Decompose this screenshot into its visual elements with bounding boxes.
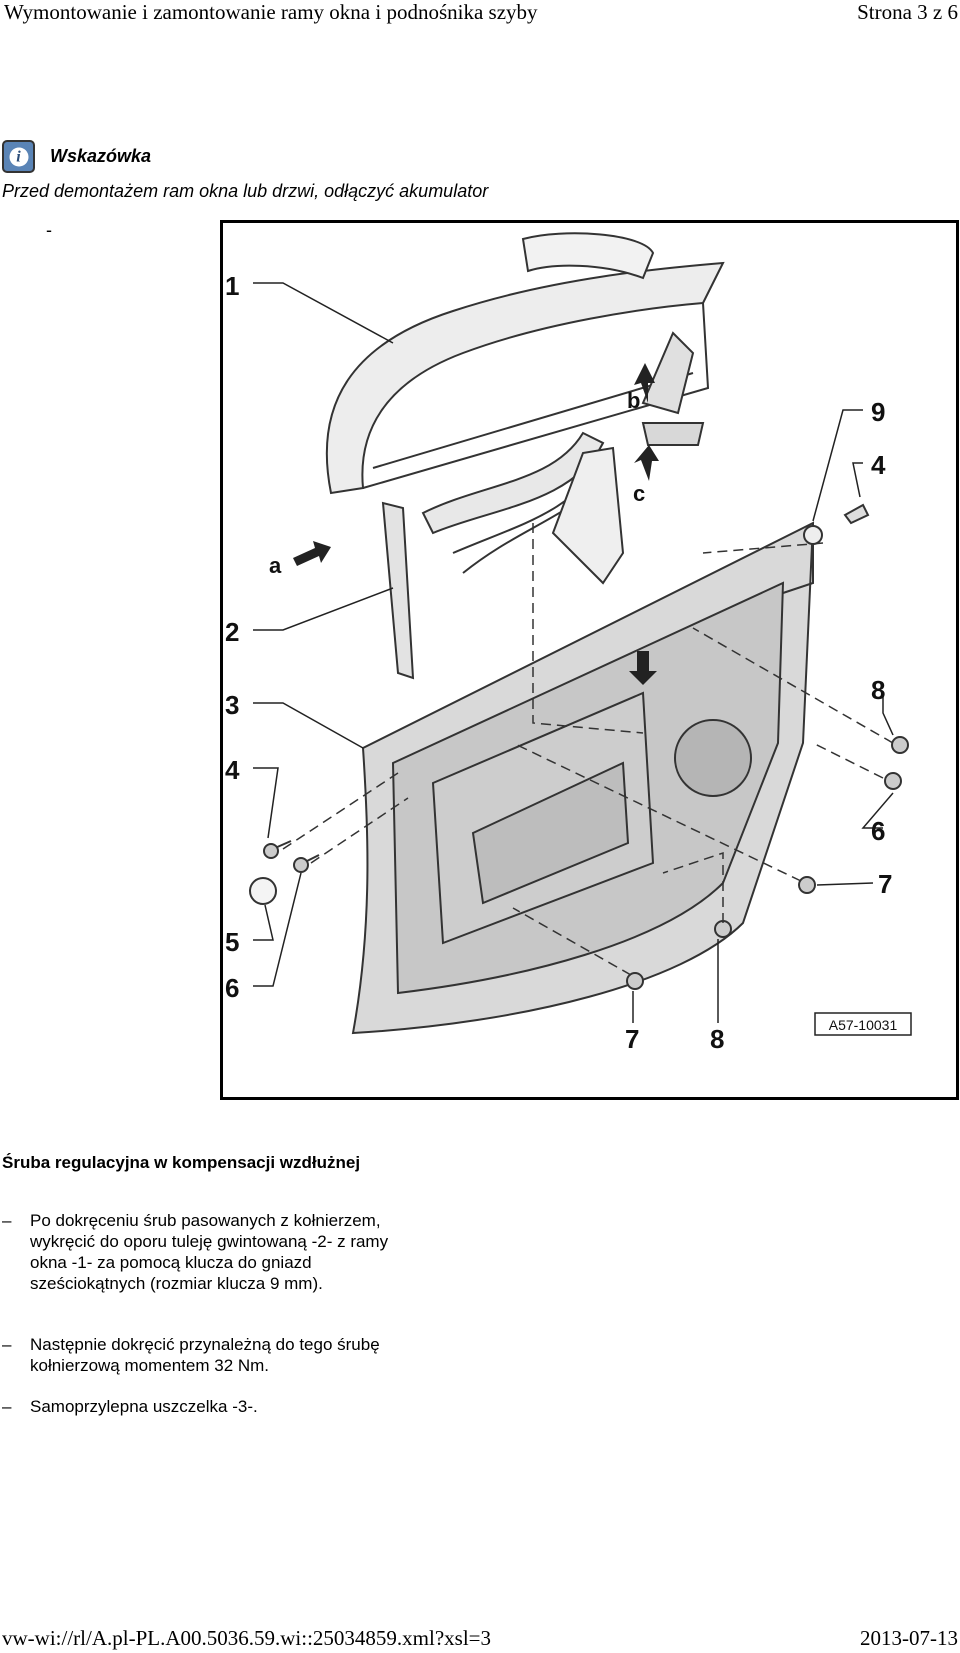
arrow-label-c: c (633, 481, 645, 506)
callout-8-bottom: 8 (710, 1024, 724, 1054)
callout-6-right: 6 (871, 816, 885, 846)
info-icon: i (2, 140, 35, 173)
note-title: Wskazówka (50, 146, 152, 166)
list-item: – Po dokręceniu śrub pasowanych z kołnie… (2, 1210, 422, 1294)
step-text: Następnie dokręcić przynależną do tego ś… (30, 1335, 380, 1375)
callout-1: 1 (225, 271, 239, 301)
exploded-diagram: 1 2 3 4 5 6 7 8 9 4 8 6 7 a b c A57-1003… (220, 220, 959, 1100)
step-marker: – (2, 1211, 12, 1230)
page-number: Strona 3 z 6 (857, 0, 958, 24)
page-footer: vw-wi://rl/A.pl-PL.A00.5036.59.wi::25034… (0, 1626, 960, 1653)
note-text: Przed demontażem ram okna lub drzwi, odł… (2, 181, 489, 201)
list-dash: - (46, 220, 52, 240)
page-header: Wymontowanie i zamontowanie ramy okna i … (0, 0, 960, 26)
callout-7-bottom-left: 7 (625, 1024, 639, 1054)
step-marker: – (2, 1397, 12, 1416)
step-marker: – (2, 1335, 12, 1354)
figure-reference: A57-10031 (829, 1017, 898, 1033)
document-path: vw-wi://rl/A.pl-PL.A00.5036.59.wi::25034… (2, 1626, 491, 1650)
step-text: Samoprzylepna uszczelka -3-. (30, 1397, 258, 1416)
callout-6: 6 (225, 973, 239, 1003)
list-item: – Następnie dokręcić przynależną do tego… (2, 1334, 422, 1376)
section-title: Śruba regulacyjna w kompensacji wzdłużne… (2, 1153, 361, 1172)
list-item: – Samoprzylepna uszczelka -3-. (2, 1396, 422, 1417)
callout-4-right: 4 (871, 450, 886, 480)
arrow-label-b: b (627, 388, 640, 413)
arrow-label-a: a (269, 553, 282, 578)
callout-8-right: 8 (871, 675, 885, 705)
print-date: 2013-07-13 (860, 1626, 958, 1650)
callout-5: 5 (225, 927, 239, 957)
document-title: Wymontowanie i zamontowanie ramy okna i … (4, 0, 538, 24)
callout-4: 4 (225, 755, 240, 785)
step-text: Po dokręceniu śrub pasowanych z kołnierz… (30, 1211, 389, 1293)
door-window-frame-illustration: 1 2 3 4 5 6 7 8 9 4 8 6 7 a b c A57-1003… (225, 232, 912, 1054)
callout-9: 9 (871, 397, 885, 427)
callout-7-right: 7 (878, 869, 892, 899)
callout-2: 2 (225, 617, 239, 647)
callout-3: 3 (225, 690, 239, 720)
